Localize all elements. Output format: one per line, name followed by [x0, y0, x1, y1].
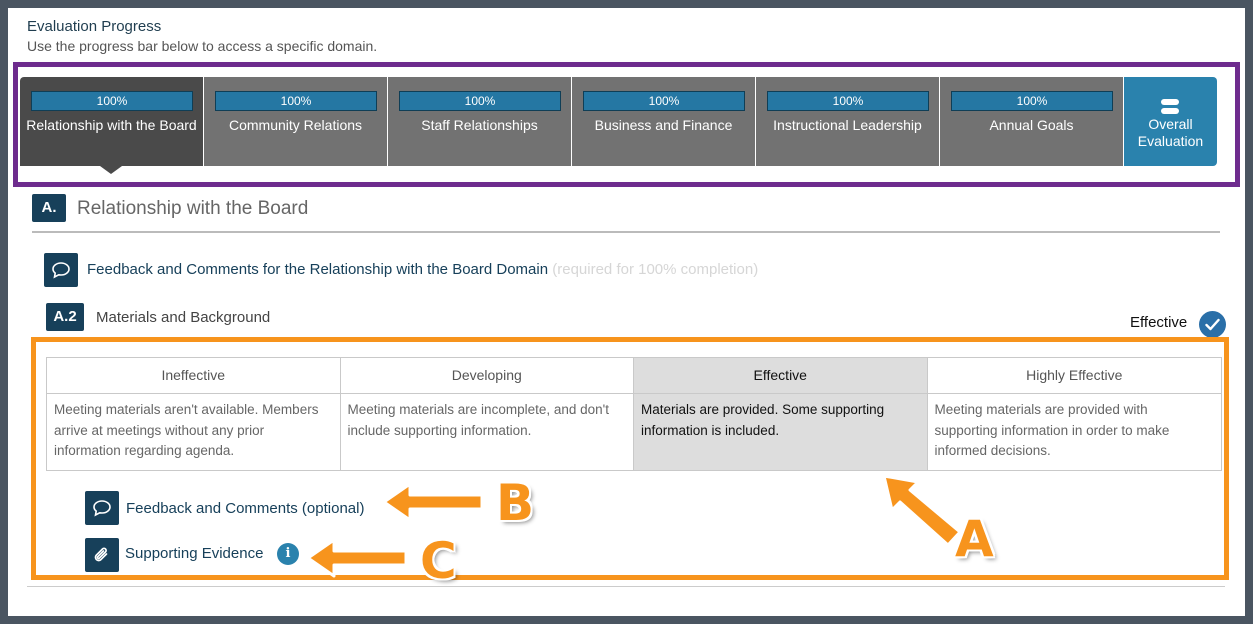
- tab-instructional-leadership[interactable]: 100% Instructional Leadership: [756, 77, 940, 166]
- tab-label: Instructional Leadership: [773, 117, 922, 133]
- tab-annual-goals[interactable]: 100% Annual Goals: [940, 77, 1124, 166]
- section-badge: A.: [32, 194, 66, 222]
- domain-feedback-label: Feedback and Comments for the Relationsh…: [87, 261, 549, 278]
- rubric-level: Effective: [634, 358, 927, 394]
- tab-staff-relationships[interactable]: 100% Staff Relationships: [388, 77, 572, 166]
- rubric-description: Materials are provided. Some supporting …: [641, 402, 885, 438]
- rubric-option-ineffective[interactable]: Ineffective Meeting materials aren't ava…: [47, 358, 341, 470]
- info-icon[interactable]: i: [277, 543, 299, 565]
- comment-icon[interactable]: [44, 253, 78, 287]
- callout-label-b: B: [496, 474, 535, 532]
- section-divider: [32, 231, 1220, 233]
- progress-tab-bar: 100% Relationship with the Board 100% Co…: [20, 77, 1225, 174]
- comment-icon[interactable]: [85, 491, 119, 525]
- domain-feedback-link[interactable]: Feedback and Comments for the Relationsh…: [87, 261, 758, 278]
- rubric-table: Ineffective Meeting materials aren't ava…: [46, 357, 1222, 471]
- progress-bar: 100%: [767, 91, 929, 111]
- progress-bar: 100%: [951, 91, 1113, 111]
- indicator-title: Materials and Background: [96, 309, 271, 326]
- tab-overall-evaluation[interactable]: Overall Evaluation: [1124, 77, 1217, 166]
- rubric-level: Highly Effective: [927, 358, 1221, 394]
- page-subtitle: Use the progress bar below to access a s…: [27, 38, 378, 54]
- indicator-badge: A.2: [46, 303, 84, 331]
- callout-label-c: C: [420, 532, 457, 590]
- progress-bar: 100%: [31, 91, 193, 111]
- toggle-list-icon: [1161, 99, 1181, 115]
- rubric-level: Ineffective: [47, 358, 340, 394]
- callout-label-a: A: [955, 510, 994, 568]
- supporting-evidence-link[interactable]: Supporting Evidence: [125, 545, 264, 562]
- required-note: (required for 100% completion): [552, 261, 759, 278]
- tab-label: Annual Goals: [989, 117, 1074, 133]
- rubric-level: Developing: [340, 358, 633, 394]
- tab-label: Overall Evaluation: [1137, 116, 1204, 149]
- callout-arrow-b: [382, 482, 484, 522]
- callout-arrow-a: [882, 474, 962, 547]
- rubric-option-highly-effective[interactable]: Highly Effective Meeting materials are p…: [927, 358, 1221, 470]
- section-title: Relationship with the Board: [77, 198, 309, 219]
- bottom-divider: [27, 586, 1225, 587]
- rubric-option-developing[interactable]: Developing Meeting materials are incompl…: [340, 358, 634, 470]
- tab-community-relations[interactable]: 100% Community Relations: [204, 77, 388, 166]
- rubric-option-effective[interactable]: Effective Materials are provided. Some s…: [634, 358, 928, 470]
- page-title: Evaluation Progress: [27, 18, 162, 35]
- rubric-description: Meeting materials are incomplete, and do…: [347, 402, 609, 438]
- rubric-description: Meeting materials are provided with supp…: [934, 402, 1170, 458]
- tab-relationship-with-the-board[interactable]: 100% Relationship with the Board: [20, 77, 204, 174]
- progress-bar: 100%: [583, 91, 745, 111]
- rating-label: Effective: [1130, 314, 1188, 331]
- progress-bar: 100%: [399, 91, 561, 111]
- rubric-description: Meeting materials aren't available. Memb…: [54, 402, 319, 458]
- feedback-optional-link[interactable]: Feedback and Comments (optional): [126, 500, 365, 517]
- tab-label: Staff Relationships: [421, 117, 538, 133]
- paperclip-icon[interactable]: [85, 538, 119, 572]
- evaluation-page: Evaluation Progress Use the progress bar…: [8, 8, 1245, 616]
- tab-label: Business and Finance: [594, 117, 733, 133]
- callout-arrow-c: [306, 538, 408, 578]
- check-circle-icon: [1199, 311, 1226, 338]
- progress-bar: 100%: [215, 91, 377, 111]
- tab-label: Relationship with the Board: [26, 117, 197, 133]
- tab-label: Community Relations: [228, 117, 363, 133]
- highlight-frame-rubric: [31, 337, 1229, 580]
- tab-business-and-finance[interactable]: 100% Business and Finance: [572, 77, 756, 166]
